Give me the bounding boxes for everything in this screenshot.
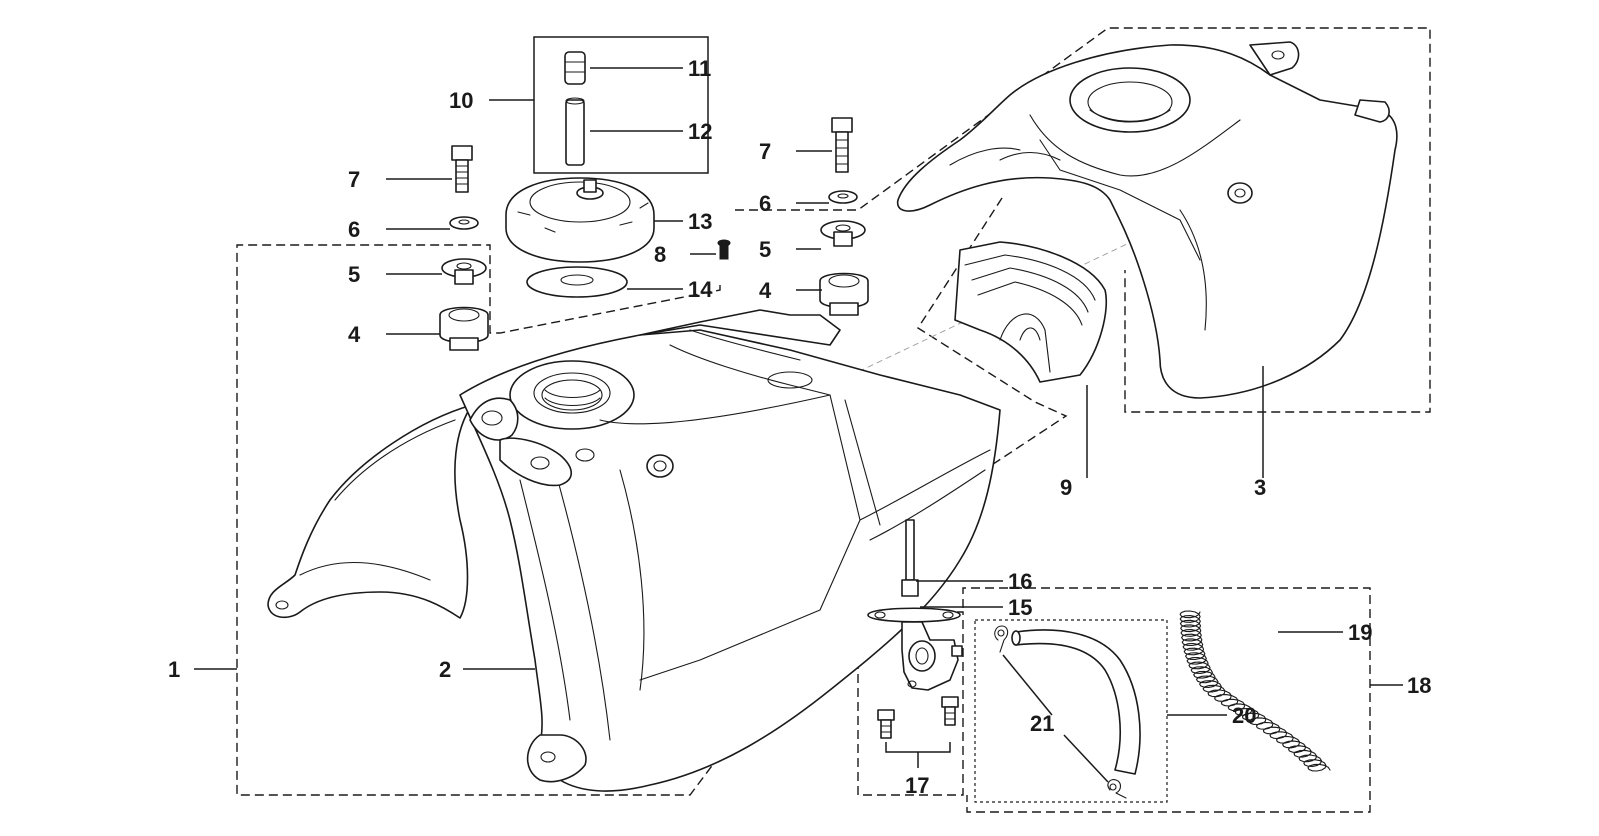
callout-13: 13	[688, 209, 712, 234]
bolt-8-part	[717, 239, 731, 260]
grommet-4-left-part	[439, 306, 489, 351]
fuel-valve-15-part	[867, 607, 963, 691]
leader-17-bracket	[885, 742, 951, 753]
bolt-7-right-part	[831, 117, 853, 173]
callout-21: 21	[1030, 711, 1054, 736]
collar-5-right-part	[820, 220, 866, 247]
washer-6-left-part	[449, 216, 479, 230]
callout-15: 15	[1008, 595, 1032, 620]
callout-6-right: 6	[759, 191, 771, 216]
callout-7-left: 7	[348, 167, 360, 192]
filler-cap-13-part	[505, 177, 655, 263]
callout-12: 12	[688, 119, 712, 144]
hose-clip-21-upper-part	[994, 625, 1009, 653]
bolt-7-left-part	[451, 145, 473, 193]
collar-5-left-part	[441, 258, 487, 285]
callout-16: 16	[1008, 569, 1032, 594]
hose-clip-21-lower-part	[1107, 779, 1127, 799]
callout-14: 14	[688, 277, 713, 302]
callout-4-right: 4	[759, 278, 772, 303]
callout-10: 10	[449, 88, 473, 113]
callout-8: 8	[654, 242, 666, 267]
spring-19-part	[1179, 610, 1331, 772]
callout-20: 20	[1232, 703, 1256, 728]
callout-18: 18	[1407, 673, 1431, 698]
callout-6-left: 6	[348, 217, 360, 242]
callout-17: 17	[905, 773, 929, 798]
fuel-hose-20-part	[1011, 629, 1141, 775]
fuel-tank-part	[267, 309, 1001, 792]
callout-19: 19	[1348, 620, 1372, 645]
callout-3: 3	[1254, 475, 1266, 500]
group-boundary-20	[974, 619, 1168, 803]
callout-labels: 1 2 3 4 4 5 5 6 6 7 7 8 9 10 11 12 13 14…	[168, 56, 1431, 798]
grommet-4-right-part	[819, 272, 869, 316]
callout-5-right: 5	[759, 237, 771, 262]
leader-lines	[194, 67, 1403, 783]
bolt-17-right-part	[941, 696, 959, 726]
ribbed-pad-part	[954, 241, 1108, 383]
tank-cover-part	[896, 41, 1398, 399]
fuel-tube-16-part	[901, 519, 919, 597]
cap-11-part	[564, 51, 586, 85]
callout-4-left: 4	[348, 322, 361, 347]
group-box-10	[533, 36, 709, 174]
callout-5-left: 5	[348, 262, 360, 287]
callout-9: 9	[1060, 475, 1072, 500]
washer-6-right-part	[828, 190, 858, 204]
bolt-17-left-part	[877, 709, 895, 739]
group-boundary-18	[962, 587, 1371, 813]
group-boundary-3	[735, 27, 1431, 413]
callout-1: 1	[168, 657, 180, 682]
callout-2: 2	[439, 657, 451, 682]
washer-14-part	[526, 266, 628, 298]
callout-11: 11	[688, 56, 711, 81]
tube-12-part	[565, 97, 585, 166]
callout-7-right: 7	[759, 139, 771, 164]
